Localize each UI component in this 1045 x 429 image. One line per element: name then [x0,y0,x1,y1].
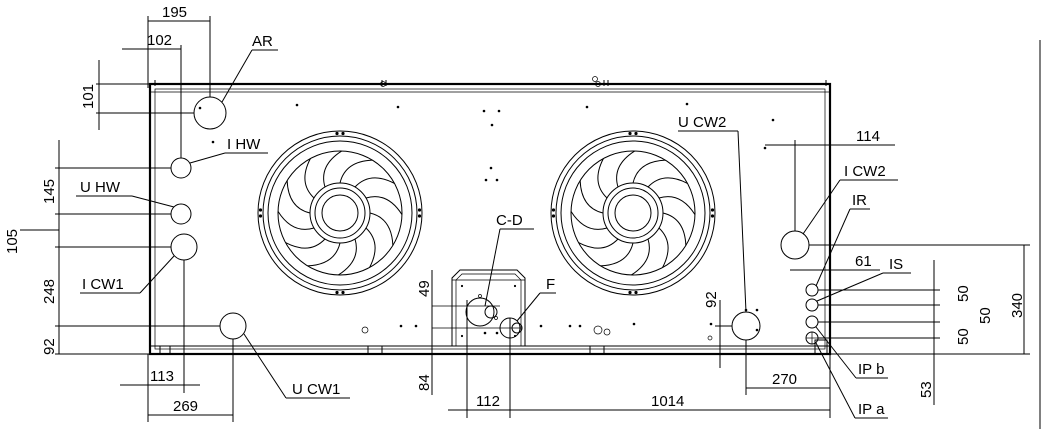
fan-blade [570,211,608,230]
label-i-hw: I HW [227,136,261,153]
dim-92-right: 92 [703,291,720,308]
dim-50-b: 50 [977,307,994,324]
fan-blade [647,177,688,188]
label-i-cw2: I CW2 [844,163,886,180]
connection-u-cw2 [731,311,761,341]
dimension-texts: 195 102 101 145 105 248 92 113 269 49 84… [4,4,1026,415]
dim-49: 49 [416,280,433,297]
fan-blade [365,196,403,215]
dim-248: 248 [41,279,58,304]
fan-blade [285,238,326,249]
drain-box [432,269,526,346]
label-ip-a: IP a [858,401,885,418]
dim-53: 53 [918,381,935,398]
fan-blade [578,238,619,249]
dim-114: 114 [856,128,880,145]
fan-blade [597,158,608,199]
connection-i-cw1 [170,233,198,261]
dim-1014: 1014 [651,393,684,410]
fan-blade [369,212,394,246]
connection-ar [193,96,227,130]
connection-u-cw1 [219,312,247,340]
fan-left-blades [277,150,403,276]
connection-labels: AR I HW U HW I CW1 U CW1 C-D F U CW2 I C… [80,33,903,418]
mounting-holes [198,102,775,341]
dimension-lines [20,16,1041,429]
dim-84: 84 [416,374,433,391]
dim-340: 340 [1009,293,1026,318]
label-u-cw1: U CW1 [292,381,340,398]
fan-right [550,130,716,296]
fan-blade [365,227,376,268]
fan-blade [658,227,669,268]
fan-left [257,130,423,296]
label-u-hw: U HW [80,179,121,196]
dim-50-c: 50 [955,328,972,345]
dim-101: 101 [80,84,97,109]
dim-50-a: 50 [955,285,972,302]
dim-270: 270 [772,371,797,388]
connection-ip-b [805,315,819,329]
fan-right-blades [570,150,696,276]
label-i-cw1: I CW1 [82,276,124,293]
fan-blade [338,238,357,276]
dim-195: 195 [162,4,187,21]
unit-outline [147,76,832,356]
dim-92-left: 92 [41,338,58,355]
fan-blade [616,150,635,188]
label-ar: AR [252,33,273,50]
fan-blade [277,211,315,230]
fan-blade [307,242,341,267]
connection-i-cw2 [780,230,810,260]
fan-blade [658,196,696,215]
dim-145: 145 [41,179,58,204]
dim-102: 102 [147,32,172,49]
leaders [76,49,911,419]
fan-blade [304,158,315,199]
fan-blade [286,180,311,214]
label-c-d: C-D [496,212,523,229]
fan-blade [579,180,604,214]
dim-61: 61 [855,253,872,270]
fan-blade [662,212,687,246]
label-f: F [546,276,555,293]
label-ip-b: IP b [858,361,884,378]
label-is: IS [889,256,903,273]
fan-blade [354,177,395,188]
label-ir: IR [852,192,867,209]
dim-269: 269 [173,398,198,415]
fan-blade [600,242,634,267]
dim-112: 112 [476,393,500,410]
dim-105: 105 [4,229,21,254]
fan-blade [323,150,342,188]
dim-113: 113 [150,368,174,385]
connection-is [805,298,819,312]
fan-blade [631,238,650,276]
connection-i-hw [170,157,192,179]
fan-blade [632,159,666,184]
fan-blade [339,159,373,184]
label-u-cw2: U CW2 [678,114,726,131]
